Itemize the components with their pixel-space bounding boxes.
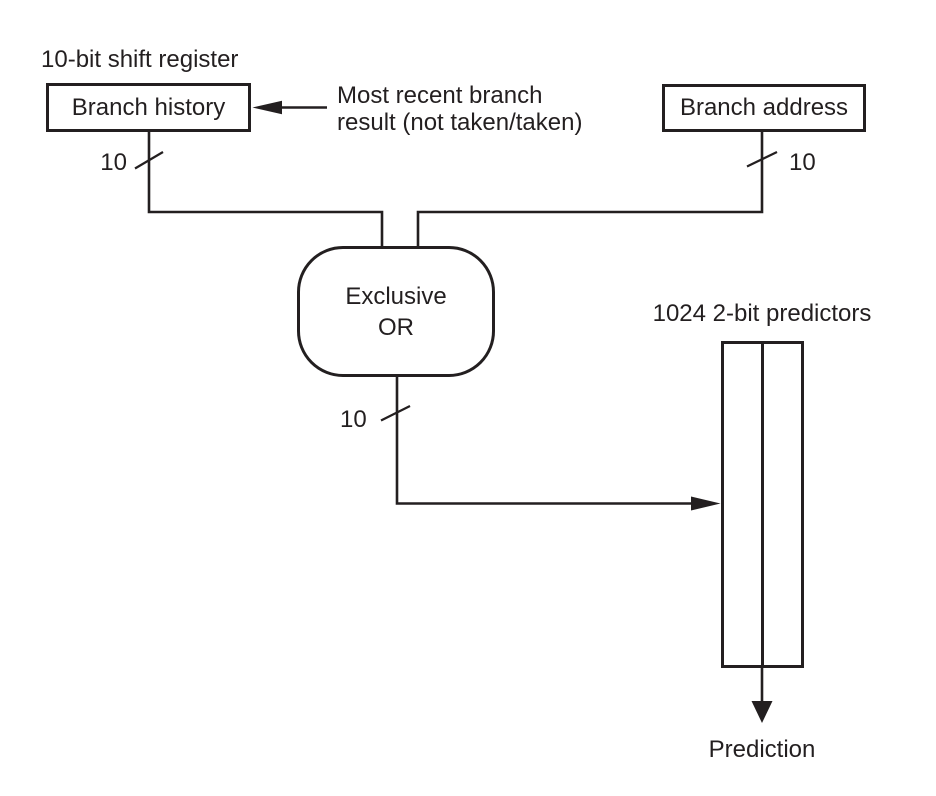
right-arrowhead <box>691 496 721 511</box>
prediction-label: Prediction <box>708 736 816 763</box>
branch-history-box: Branch history <box>46 83 251 132</box>
predictors-label: 1024 2-bit predictors <box>652 300 872 327</box>
most-recent-result-line2: result (not taken/taken) <box>337 109 583 136</box>
history-bus-width-label: 10 <box>100 149 127 176</box>
branch-address-bus <box>416 130 778 249</box>
exclusive-or-node: Exclusive OR <box>297 246 495 377</box>
xor-label-line1: Exclusive <box>345 282 447 310</box>
most-recent-result-arrow <box>252 100 327 115</box>
branch-address-label: Branch address <box>679 94 849 121</box>
branch-address-box: Branch address <box>662 84 866 132</box>
branch-history-bus <box>134 131 384 249</box>
most-recent-result-label: Most recent branch result (not taken/tak… <box>337 82 617 136</box>
bus-width-tick-history <box>134 151 164 170</box>
xor-output-bus-width-label: 10 <box>340 406 367 433</box>
down-arrowhead <box>751 701 773 723</box>
bus-width-tick-xor-output <box>380 405 411 422</box>
predictor-table <box>721 341 804 668</box>
left-arrowhead <box>252 100 282 115</box>
predictor-table-divider <box>761 344 764 665</box>
bus-width-tick-address <box>746 151 778 168</box>
prediction-arrow <box>751 666 773 723</box>
address-bus-width-label: 10 <box>789 149 816 176</box>
branch-history-label: Branch history <box>71 93 226 121</box>
xor-output-bus <box>380 375 721 511</box>
xor-label-line2: OR <box>378 313 414 341</box>
most-recent-result-line1: Most recent branch <box>337 82 543 109</box>
shift-register-label: 10-bit shift register <box>41 46 239 73</box>
